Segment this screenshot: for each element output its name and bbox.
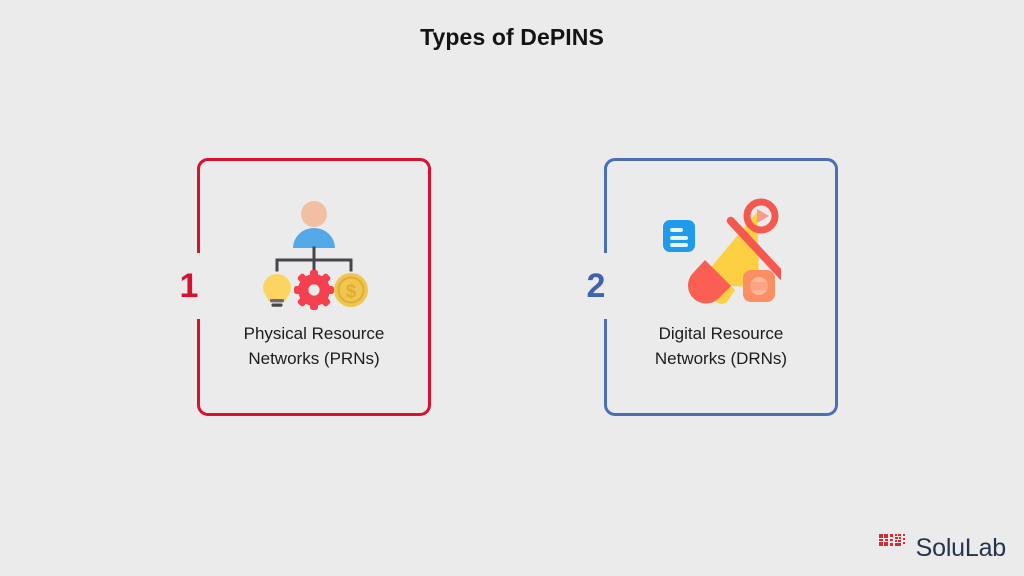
svg-text:$: $ xyxy=(346,282,357,303)
person-hierarchy-resources-icon: $ xyxy=(200,195,428,313)
card-label-line-1: Physical Resource xyxy=(243,324,385,343)
border-notch xyxy=(195,253,204,319)
border-notch xyxy=(602,253,611,319)
card-digital-resource-networks[interactable]: 2 Digital Resource Networks (DR xyxy=(587,158,838,416)
card-number-2: 2 xyxy=(586,267,606,305)
card-label-line-2: Networks (PRNs) xyxy=(248,349,380,368)
brand-logo: SoluLab xyxy=(878,533,1007,564)
card-number-1: 1 xyxy=(179,267,199,305)
card-label-line-1: Digital Resource xyxy=(658,324,784,343)
solulab-mark-icon xyxy=(878,533,907,564)
card-physical-resource-networks[interactable]: 1 xyxy=(180,158,431,416)
card-label-2: Digital Resource Networks (DRNs) xyxy=(615,321,827,371)
card-label-1: Physical Resource Networks (PRNs) xyxy=(208,321,420,371)
page-title: Types of DePINS xyxy=(420,24,604,50)
brand-name: SoluLab xyxy=(915,534,1007,562)
megaphone-media-icon xyxy=(607,195,835,313)
card-label-line-2: Networks (DRNs) xyxy=(654,349,788,368)
